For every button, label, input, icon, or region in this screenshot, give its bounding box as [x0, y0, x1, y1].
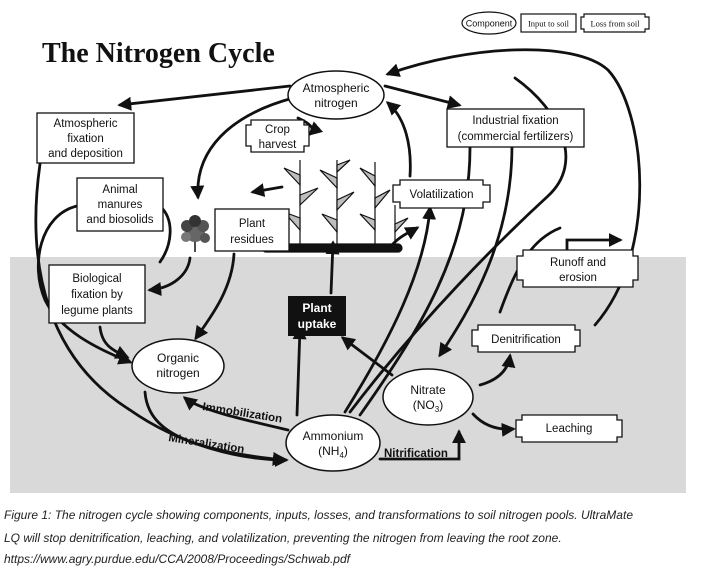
- atmospheric-nitrogen-line2: nitrogen: [314, 96, 357, 110]
- atmospheric-nitrogen-component: Atmospheric nitrogen: [287, 70, 385, 120]
- arrow-organic-to-ammonium: [143, 390, 287, 466]
- svg-text:Plant: Plant: [239, 218, 266, 230]
- ammonium-formula: (NH4): [318, 444, 348, 460]
- arrow-runoff-out: [565, 233, 623, 251]
- ammonium-line1: Ammonium: [303, 429, 364, 443]
- svg-text:fixation: fixation: [67, 133, 103, 145]
- legend-loss-box: [580, 13, 650, 33]
- svg-text:Runoff and: Runoff and: [550, 257, 606, 269]
- arrow-atm-to-residue-area: [190, 96, 295, 200]
- arrow-ammonium-to-uptake: [292, 325, 307, 417]
- svg-text:Volatilization: Volatilization: [410, 189, 474, 201]
- legume-tree-illustration: [181, 215, 210, 252]
- svg-text:Atmospheric: Atmospheric: [54, 118, 118, 130]
- volatilization-loss: Volatilization: [392, 179, 491, 209]
- plant-uptake-box: Plant uptake: [288, 296, 346, 336]
- arrow-biofix-to-organic: [98, 325, 130, 359]
- nitrate-component: Nitrate (NO3): [382, 368, 474, 426]
- svg-text:Industrial fixation: Industrial fixation: [472, 115, 558, 127]
- plant-residues-input: Plant residues: [214, 208, 290, 252]
- crop-harvest-loss: Crop harvest: [245, 119, 310, 153]
- arrow-plant-to-residues: [250, 183, 284, 197]
- legend-input-box: [520, 13, 577, 33]
- arrow-ammonium-to-nitrate: [378, 429, 466, 461]
- arrow-ammonium-to-volatilization: [343, 205, 437, 414]
- arrow-industrial-to-nitrate: [438, 144, 514, 358]
- nitrate-formula: (NO3): [413, 398, 443, 414]
- arrow-tree-to-biofix: [147, 256, 192, 296]
- svg-text:Animal: Animal: [102, 184, 137, 196]
- organic-nitrogen-component: Organic nitrogen: [131, 338, 225, 394]
- crop-plants-illustration: [261, 159, 409, 253]
- svg-text:Leaching: Leaching: [546, 423, 593, 435]
- caption-line2: LQ will stop denitrification, leaching, …: [4, 531, 562, 545]
- atmospheric-nitrogen-line1: Atmospheric: [303, 81, 370, 95]
- legend-input-label: Input to soil: [528, 19, 570, 29]
- ammonium-component: Ammonium (NH4): [285, 414, 381, 472]
- arrow-nitrate-to-denitrification: [478, 353, 516, 387]
- svg-text:fixation by: fixation by: [71, 289, 123, 301]
- runoff-erosion-loss: Runoff and erosion: [516, 249, 639, 288]
- caption-line1: Figure 1: The nitrogen cycle showing com…: [4, 508, 633, 522]
- nitrate-line1: Nitrate: [410, 383, 446, 397]
- svg-text:residues: residues: [230, 234, 274, 246]
- flow-arrows: [34, 48, 642, 467]
- arrow-atm-to-industrial: [383, 84, 462, 109]
- legend: Component Input to soil Loss from soil: [461, 11, 650, 35]
- atmospheric-fixation-input: Atmospheric fixation and deposition: [36, 112, 135, 164]
- arrow-denitrification-to-atm: [385, 48, 642, 327]
- figure-caption: Figure 1: The nitrogen cycle showing com…: [4, 508, 720, 566]
- arrow-nitrate-to-leaching: [471, 412, 516, 437]
- legend-loss-label: Loss from soil: [590, 19, 640, 29]
- arrow-residues-to-organic: [194, 252, 236, 341]
- svg-text:erosion: erosion: [559, 272, 597, 284]
- svg-text:and deposition: and deposition: [48, 148, 123, 160]
- caption-source-link[interactable]: https://www.agry.purdue.edu/CCA/2008/Pro…: [4, 552, 350, 566]
- nitrogen-cycle-diagram: The Nitrogen Cycle Component Input to so…: [10, 11, 686, 493]
- svg-text:uptake: uptake: [298, 317, 337, 331]
- arrow-volatilization-curl: [390, 226, 420, 247]
- svg-text:legume plants: legume plants: [61, 305, 133, 317]
- svg-text:Denitrification: Denitrification: [491, 334, 561, 346]
- svg-text:Plant: Plant: [302, 301, 331, 315]
- biological-fixation-input: Biological fixation by legume plants: [48, 264, 146, 324]
- arrow-ammonium-to-organic: [182, 396, 290, 432]
- industrial-fixation-input: Industrial fixation (commercial fertiliz…: [446, 108, 585, 148]
- animal-manures-input: Animal manures and biosolids: [76, 177, 164, 232]
- arrow-manures-to-organic: [37, 204, 133, 365]
- arrow-volatilization-to-atm: [385, 101, 412, 178]
- legend-component-ellipse: [461, 11, 517, 35]
- arrow-atm-to-atmfix: [117, 84, 292, 111]
- svg-text:Biological: Biological: [72, 273, 121, 285]
- svg-text:(commercial fertilizers): (commercial fertilizers): [458, 131, 574, 143]
- svg-text:harvest: harvest: [259, 139, 298, 151]
- nitrification-label: Nitrification: [384, 448, 448, 460]
- organic-nitrogen-line1: Organic: [157, 351, 199, 365]
- organic-nitrogen-line2: nitrogen: [156, 366, 199, 380]
- legend-component-label: Component: [466, 19, 513, 29]
- svg-text:and biosolids: and biosolids: [86, 214, 153, 226]
- leaching-loss: Leaching: [515, 414, 623, 443]
- svg-text:manures: manures: [98, 199, 143, 211]
- svg-text:Crop: Crop: [265, 124, 290, 136]
- denitrification-loss: Denitrification: [471, 324, 581, 353]
- diagram-title: The Nitrogen Cycle: [42, 38, 275, 69]
